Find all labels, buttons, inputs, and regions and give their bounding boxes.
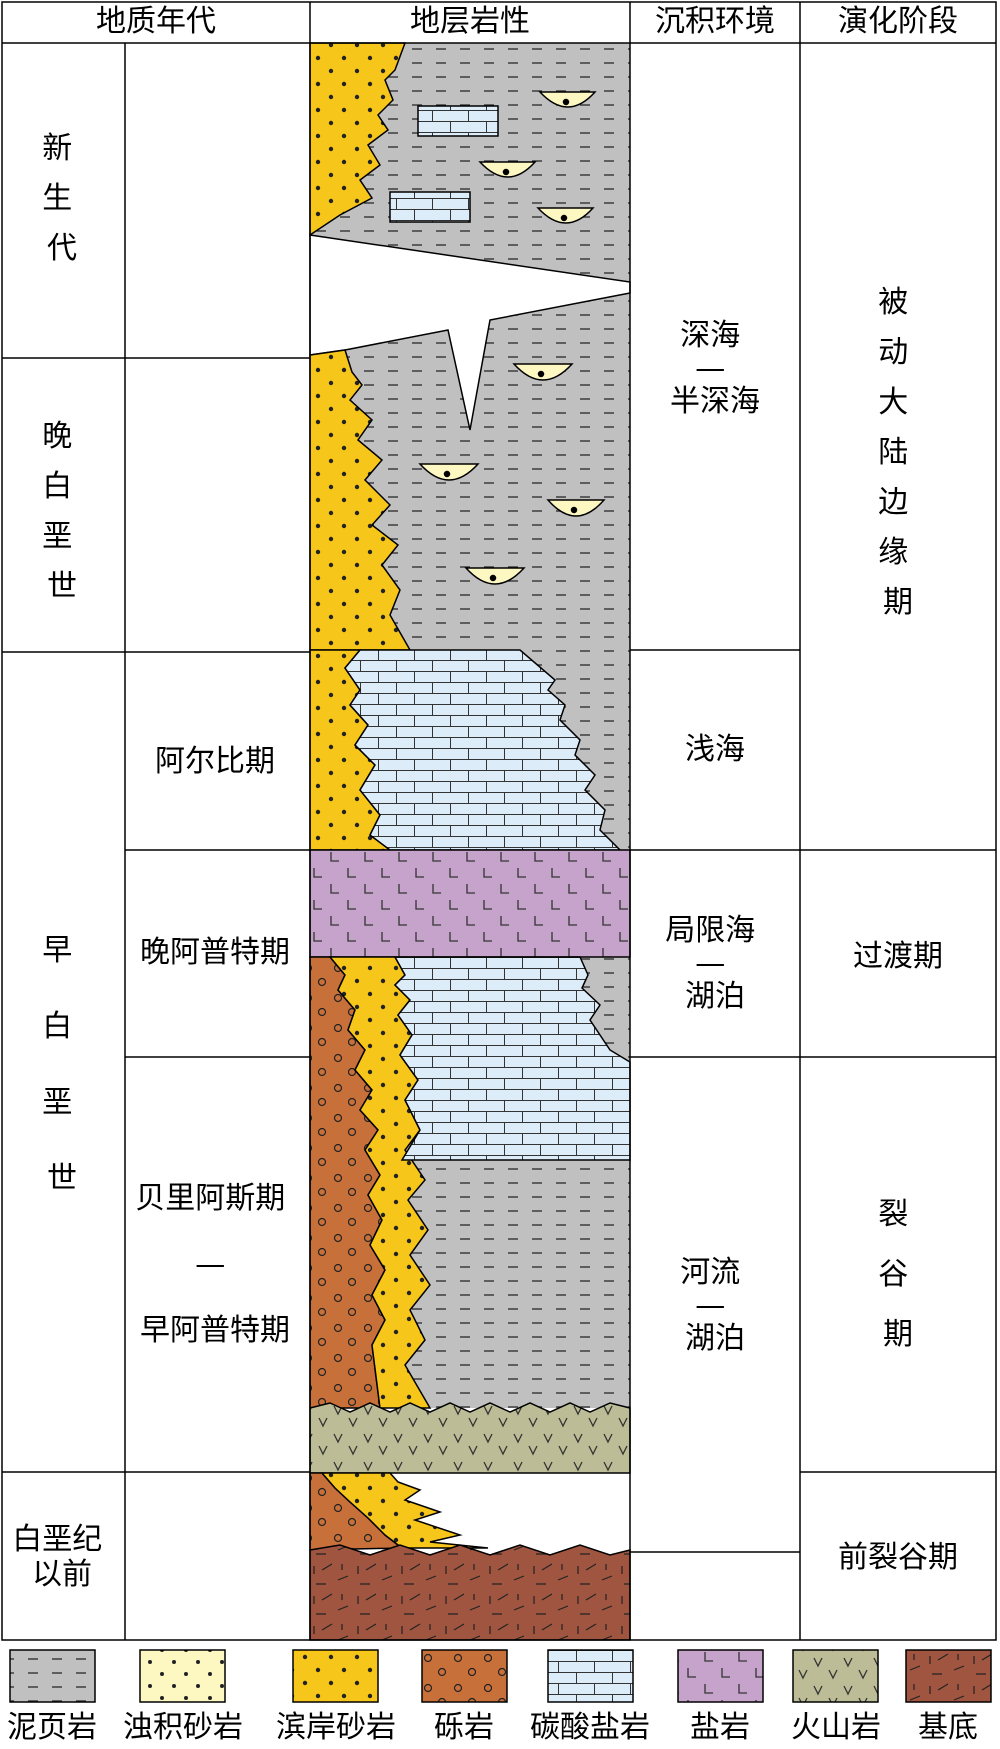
legend: 泥页岩 浊积砂岩 滨岸砂岩 砾岩 碳酸盐岩 盐岩 火山岩 基底	[7, 1649, 992, 1745]
legend-item-salt: 盐岩	[677, 1649, 764, 1745]
legend-label: 盐岩	[690, 1710, 750, 1745]
basement-layer	[309, 1544, 631, 1641]
header-stage: 演化阶段	[838, 4, 958, 39]
legend-swatch-volcanic	[792, 1649, 879, 1703]
era-labels: 新 生 代 晚 白 垩 世 早 白 垩 世 白垩纪 以前	[12, 131, 112, 1592]
legend-item-carbonate: 碳酸盐岩	[530, 1649, 650, 1745]
legend-swatch-conglomerate	[421, 1649, 508, 1703]
stage-pre-rift: 前裂谷期	[838, 1540, 958, 1575]
period-albian: 阿尔比期	[155, 744, 275, 779]
salt-layer	[309, 849, 631, 958]
coastal-sandstone-late	[309, 349, 412, 651]
lithology-column	[309, 42, 631, 1641]
coastal-sandstone-upper	[309, 42, 407, 237]
legend-item-conglomerate: 砾岩	[421, 1649, 508, 1745]
legend-item-volcanic: 火山岩	[791, 1649, 881, 1745]
legend-swatch-coastal	[292, 1649, 379, 1703]
era-cenozoic: 新 生 代	[42, 131, 82, 266]
coastal-sandstone-prerift	[320, 1472, 489, 1549]
carbonate-lens	[417, 105, 499, 137]
stage-passive-margin: 被 动 大 陆 边 缘 期	[878, 285, 918, 620]
env-river-lake: 河流 — 湖泊	[680, 1255, 750, 1356]
era-early-cretaceous: 早 白 垩 世	[42, 933, 82, 1196]
environment-labels: 深海 — 半深海 浅海 局限海 — 湖泊 河流 — 湖泊	[665, 318, 765, 1356]
header-environment: 沉积环境	[655, 4, 775, 39]
era-pre-cretaceous: 白垩纪 以前	[12, 1522, 112, 1592]
legend-label: 碳酸盐岩	[530, 1710, 650, 1745]
legend-swatch-mudstone	[9, 1649, 96, 1703]
env-restricted-sea: 局限海 — 湖泊	[665, 913, 765, 1014]
carbonate-albian	[344, 649, 622, 851]
legend-swatch-turbidite	[139, 1649, 226, 1703]
legend-label: 砾岩	[434, 1710, 494, 1745]
legend-swatch-salt	[677, 1649, 764, 1703]
legend-label: 滨岸砂岩	[276, 1710, 396, 1745]
period-barremian-aptian: 贝里阿斯期 — 早阿普特期	[135, 1181, 295, 1348]
legend-label: 浊积砂岩	[123, 1710, 243, 1745]
legend-swatch-carbonate	[547, 1649, 634, 1703]
turbidite-lenses	[418, 91, 606, 585]
carbonate-rift	[393, 956, 631, 1161]
table-header: 地质年代 地层岩性 沉积环境 演化阶段	[96, 4, 958, 39]
stage-labels: 被 动 大 陆 边 缘 期 过渡期 裂 谷 期 前裂谷期	[838, 285, 958, 1575]
legend-label: 泥页岩	[7, 1710, 97, 1745]
stage-transition: 过渡期	[853, 939, 943, 974]
table-grid	[1, 1, 997, 1641]
period-labels: 阿尔比期 晚阿普特期 贝里阿斯期 — 早阿普特期	[135, 744, 295, 1348]
legend-item-basement: 基底	[905, 1649, 992, 1745]
period-late-aptian: 晚阿普特期	[140, 935, 290, 970]
carbonate-lens	[389, 191, 471, 223]
env-shallow-sea: 浅海	[685, 732, 745, 767]
era-late-cretaceous: 晚 白 垩 世	[42, 419, 82, 604]
legend-item-turbidite: 浊积砂岩	[123, 1649, 243, 1745]
env-deep-sea: 深海 — 半深海	[670, 318, 760, 419]
header-lithology: 地层岩性	[410, 4, 530, 39]
legend-label: 火山岩	[791, 1710, 881, 1745]
legend-swatch-basement	[905, 1649, 992, 1703]
legend-label: 基底	[918, 1710, 978, 1745]
legend-item-mudstone: 泥页岩	[7, 1649, 97, 1745]
legend-item-coastal: 滨岸砂岩	[276, 1649, 396, 1745]
stage-rift: 裂 谷 期	[878, 1197, 918, 1352]
header-geologic-age: 地质年代	[96, 4, 216, 39]
volcanic-layer	[309, 1402, 631, 1474]
